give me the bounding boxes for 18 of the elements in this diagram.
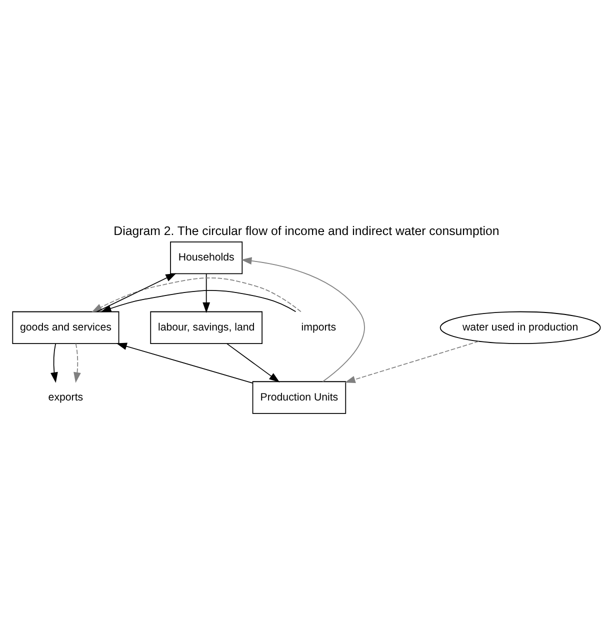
node-ellipse: water used in production [440, 311, 601, 344]
arrow [202, 273, 210, 314]
node-text: imports [301, 321, 336, 334]
arrow [344, 340, 480, 384]
arrow [241, 257, 365, 382]
node-box: Production Units [252, 381, 346, 414]
arrow [116, 342, 254, 384]
arrow [96, 273, 176, 312]
arrow [100, 290, 296, 312]
node-box: goods and services [12, 311, 120, 344]
node-text: exports [48, 391, 84, 404]
node-box: Households [170, 241, 243, 274]
arrow [50, 343, 58, 383]
arrow [226, 343, 280, 382]
diagram-title: Diagram 2. The circular flow of income and indirect water consumption [114, 224, 500, 238]
node-box: labour, savings, land [150, 311, 262, 344]
arrow [74, 343, 81, 383]
arrow [92, 278, 302, 312]
